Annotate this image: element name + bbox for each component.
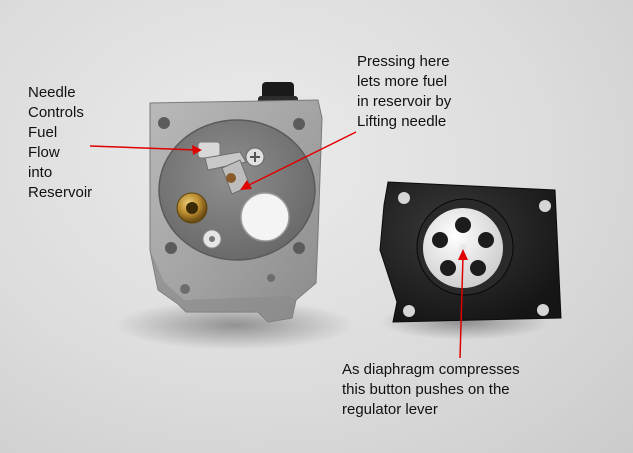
annotation-line: Fuel <box>28 124 58 141</box>
screw-hole <box>293 242 305 254</box>
annotation-arrows <box>89 131 468 359</box>
arrow-pressing <box>240 131 357 190</box>
annotation-line: this button pushes on the <box>342 381 510 398</box>
annotation-line: As diaphragm compresses <box>342 361 520 378</box>
annotation-line: Needle <box>28 84 76 101</box>
arrow-diaphragm <box>458 249 468 359</box>
carburetor-body <box>115 82 355 350</box>
annotation-line: Lifting needle <box>357 113 447 130</box>
screw-hole <box>293 118 305 130</box>
welch-plug <box>240 192 290 242</box>
gasket-hole <box>537 304 549 316</box>
annotation-line: regulator lever <box>342 401 438 418</box>
screw-hole <box>267 274 275 282</box>
annotation-line: lets more fuel <box>357 73 448 90</box>
gasket-hole <box>403 305 415 317</box>
regulator-lever <box>204 151 247 171</box>
lever-pivot <box>226 173 236 183</box>
pressing-annotation: Pressing here lets more fuel in reservoi… <box>357 52 451 132</box>
screw-hole <box>158 117 170 129</box>
annotation-line: Flow <box>28 144 60 161</box>
screw-hole <box>180 284 190 294</box>
screw-hole <box>165 242 177 254</box>
annotation-line: Controls <box>28 104 84 121</box>
annotation-line: into <box>28 164 53 181</box>
needle-annotation: Needle Controls Fuel Flow into Reservoir <box>28 83 92 203</box>
annotation-line: Reservoir <box>28 184 93 201</box>
diaphragm-annotation: As diaphragm compresses this button push… <box>342 360 520 420</box>
gasket-hole <box>398 192 410 204</box>
annotation-line: in reservoir by <box>357 93 452 110</box>
annotation-line: Pressing here <box>357 53 450 70</box>
gasket-hole <box>539 200 551 212</box>
diaphragm-gasket <box>379 181 562 340</box>
arrow-needle <box>89 145 202 155</box>
